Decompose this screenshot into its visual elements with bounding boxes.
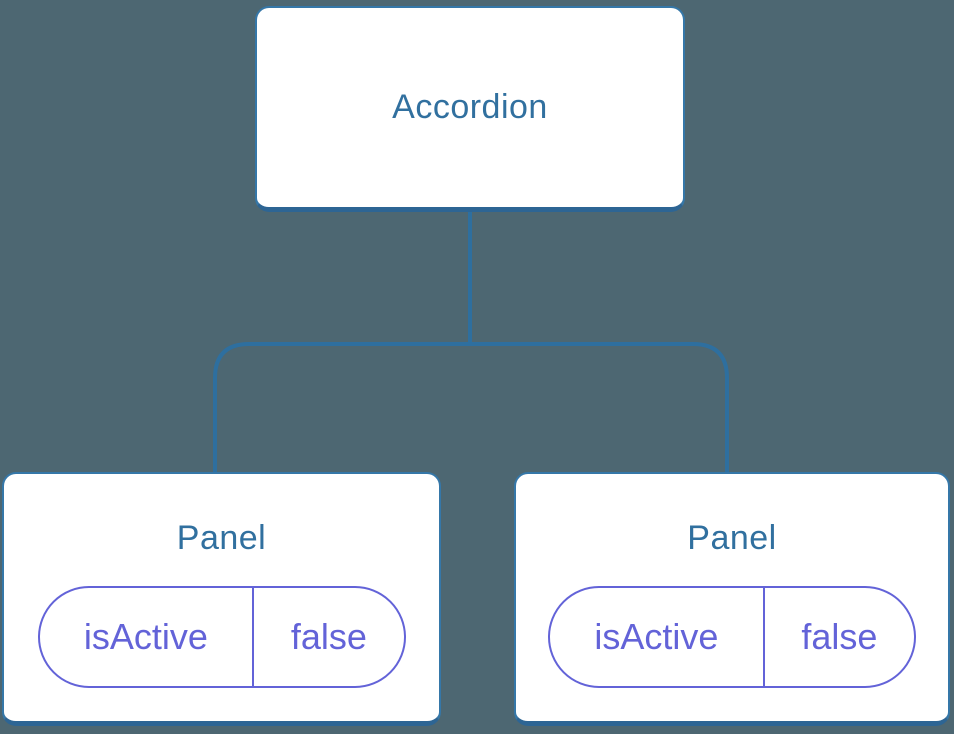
state-key: isActive xyxy=(40,588,255,686)
accordion-node: Accordion xyxy=(255,6,685,212)
panel-node-label: Panel xyxy=(687,519,777,557)
state-value: false xyxy=(801,616,878,657)
state-value: false xyxy=(290,616,367,657)
panel-node: Panel isActive false xyxy=(2,472,441,726)
state-pill: isActive false xyxy=(548,586,916,688)
branch-bracket-line xyxy=(213,342,729,474)
state-key: isActive xyxy=(550,588,765,686)
accordion-node-label: Accordion xyxy=(392,88,548,126)
panel-node-label: Panel xyxy=(176,519,267,557)
panel-node: Panel isActive false xyxy=(514,472,950,726)
state-pill: isActive false xyxy=(37,586,406,688)
